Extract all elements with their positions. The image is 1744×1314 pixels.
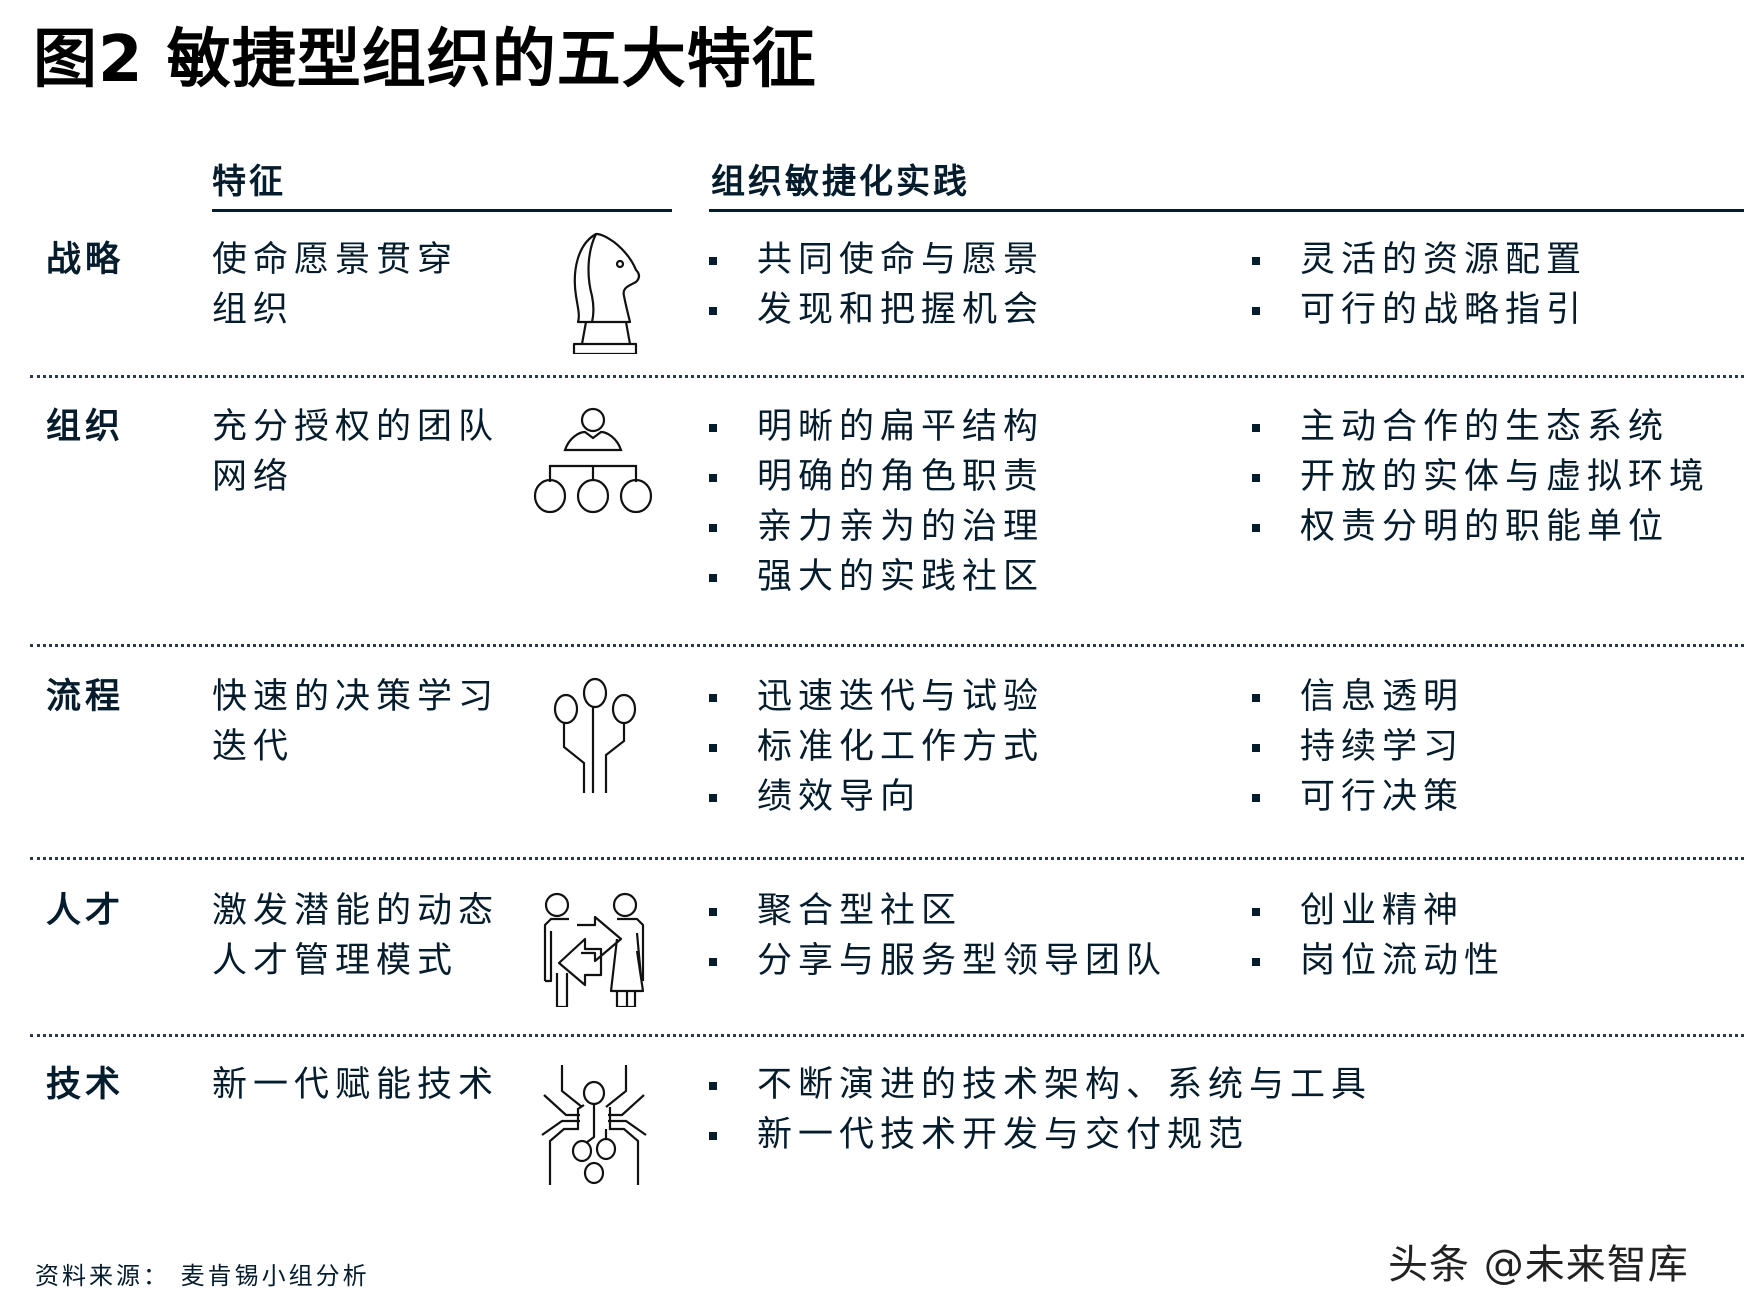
practice-item: 强大的实践社区 xyxy=(709,552,1044,602)
row-divider xyxy=(30,644,1744,647)
org-network-icon xyxy=(533,404,653,516)
practice-item: 持续学习 xyxy=(1252,722,1464,772)
feature-line: 快速的决策学习 xyxy=(212,677,500,717)
practice-item: 明晰的扁平结构 xyxy=(709,402,1044,452)
circuit-chip-icon xyxy=(540,1063,648,1185)
row-label: 流程 xyxy=(46,676,125,717)
practice-item: 分享与服务型领导团队 xyxy=(709,936,1167,986)
row-divider xyxy=(30,1034,1744,1037)
practices-left: 共同使命与愿景 发现和把握机会 xyxy=(709,235,1044,335)
feature-line: 新一代赋能技术 xyxy=(212,1065,500,1105)
row-divider xyxy=(30,857,1744,860)
people-exchange-icon xyxy=(537,891,649,1007)
row-label: 组织 xyxy=(46,406,125,447)
practice-item: 不断演进的技术架构、系统与工具 xyxy=(709,1060,1372,1110)
row-label: 技术 xyxy=(46,1064,125,1105)
feature-header-rule xyxy=(212,209,672,212)
practices-left: 不断演进的技术架构、系统与工具 新一代技术开发与交付规范 xyxy=(709,1060,1372,1160)
feature-line: 充分授权的团队 xyxy=(212,407,500,447)
practice-item: 聚合型社区 xyxy=(709,886,1167,936)
feature-line: 组织 xyxy=(212,290,295,330)
practice-item: 绩效导向 xyxy=(709,772,1044,822)
feature-column-header: 特征 xyxy=(212,162,286,202)
feature-text: 快速的决策学习 迭代 xyxy=(212,672,512,772)
practice-item: 可行的战略指引 xyxy=(1252,285,1587,335)
practice-item: 信息透明 xyxy=(1252,672,1464,722)
row-label: 战略 xyxy=(46,239,125,280)
feature-line: 人才管理模式 xyxy=(212,941,459,981)
practice-item: 灵活的资源配置 xyxy=(1252,235,1587,285)
watermark: 头条 @未来智库 xyxy=(1388,1242,1689,1288)
source-note: 资料来源： 麦肯锡小组分析 xyxy=(35,1262,370,1290)
practice-item: 迅速迭代与试验 xyxy=(709,672,1044,722)
feature-text: 新一代赋能技术 xyxy=(212,1060,512,1110)
practice-item: 权责分明的职能单位 xyxy=(1252,502,1710,552)
feature-text: 使命愿景贯穿 组织 xyxy=(212,235,512,335)
practice-item: 开放的实体与虚拟环境 xyxy=(1252,452,1710,502)
practice-item: 主动合作的生态系统 xyxy=(1252,402,1710,452)
practice-item: 共同使命与愿景 xyxy=(709,235,1044,285)
feature-line: 激发潜能的动态 xyxy=(212,891,500,931)
feature-line: 网络 xyxy=(212,457,295,497)
feature-line: 使命愿景贯穿 xyxy=(212,240,459,280)
practices-left: 明晰的扁平结构 明确的角色职责 亲力亲为的治理 强大的实践社区 xyxy=(709,402,1044,602)
practices-right: 主动合作的生态系统 开放的实体与虚拟环境 权责分明的职能单位 xyxy=(1252,402,1710,552)
row-label: 人才 xyxy=(46,890,125,931)
chess-knight-icon xyxy=(566,230,642,354)
practices-right: 信息透明 持续学习 可行决策 xyxy=(1252,672,1464,822)
practice-item: 发现和把握机会 xyxy=(709,285,1044,335)
practice-item: 可行决策 xyxy=(1252,772,1464,822)
practices-right: 灵活的资源配置 可行的战略指引 xyxy=(1252,235,1587,335)
practices-left: 迅速迭代与试验 标准化工作方式 绩效导向 xyxy=(709,672,1044,822)
practices-right: 创业精神 岗位流动性 xyxy=(1252,886,1505,986)
process-branches-icon xyxy=(552,677,638,795)
row-divider xyxy=(30,375,1744,378)
practice-item: 岗位流动性 xyxy=(1252,936,1505,986)
practice-header-rule xyxy=(709,209,1744,212)
page-title: 图2 敏捷型组织的五大特征 xyxy=(33,23,817,97)
feature-text: 激发潜能的动态 人才管理模式 xyxy=(212,886,512,986)
practice-item: 新一代技术开发与交付规范 xyxy=(709,1110,1372,1160)
practice-item: 亲力亲为的治理 xyxy=(709,502,1044,552)
feature-line: 迭代 xyxy=(212,727,295,767)
feature-text: 充分授权的团队 网络 xyxy=(212,402,512,502)
practice-item: 标准化工作方式 xyxy=(709,722,1044,772)
practice-column-header: 组织敏捷化实践 xyxy=(711,162,970,202)
practice-item: 创业精神 xyxy=(1252,886,1505,936)
practice-item: 明确的角色职责 xyxy=(709,452,1044,502)
practices-left: 聚合型社区 分享与服务型领导团队 xyxy=(709,886,1167,986)
